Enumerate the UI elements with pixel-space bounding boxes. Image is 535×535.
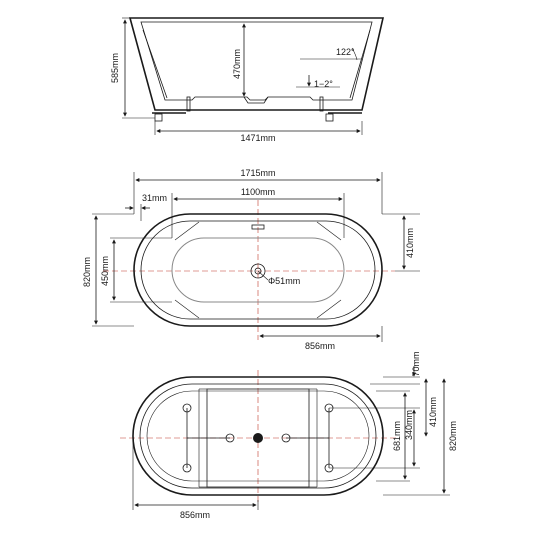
width-label: 820mm bbox=[82, 257, 92, 287]
bottom-base-rim bbox=[146, 390, 370, 482]
slope-label: 1−2° bbox=[314, 79, 333, 89]
half-width-label: 410mm bbox=[405, 228, 415, 258]
support-foot-icon bbox=[225, 433, 235, 443]
offset-label: 31mm bbox=[142, 193, 167, 203]
foot-right bbox=[319, 96, 324, 112]
bottom-outer-rim bbox=[132, 376, 384, 496]
top-offset-label: 70mm bbox=[411, 351, 421, 376]
drain-offset-label: 856mm bbox=[305, 341, 335, 351]
drain-label: Φ51mm bbox=[268, 276, 300, 286]
leg-left bbox=[154, 113, 163, 122]
leg-span-label: 340mm bbox=[404, 410, 414, 440]
bottom-inner-rim bbox=[139, 383, 377, 489]
inner-wall-left bbox=[142, 29, 168, 99]
angle-label: 122° bbox=[336, 47, 355, 57]
foot-left bbox=[186, 96, 191, 112]
overall-length-label: 1715mm bbox=[240, 168, 275, 178]
top-basin bbox=[171, 237, 345, 303]
top-outer-rim bbox=[133, 213, 383, 327]
tub-outer-shell bbox=[128, 17, 385, 111]
drain-offset-label: 856mm bbox=[180, 510, 210, 520]
depth-label: 470mm bbox=[232, 49, 242, 79]
side-drain bbox=[243, 96, 269, 104]
support-foot-icon bbox=[281, 433, 291, 443]
height-label: 585mm bbox=[110, 53, 120, 83]
half-width-label: 410mm bbox=[428, 397, 438, 427]
frame-label: 681mm bbox=[392, 421, 402, 451]
side-view: 585mm 470mm 122° 1−2° 1471mm bbox=[110, 17, 385, 143]
leg-foot-icon bbox=[182, 403, 192, 413]
leg-right bbox=[325, 113, 334, 122]
overflow-icon bbox=[251, 224, 265, 230]
drain-outlet-icon bbox=[253, 433, 263, 443]
length-label: 1471mm bbox=[240, 133, 275, 143]
top-view: Φ51mm 1715mm 1100mm 31mm 820mm 450mm 410… bbox=[82, 168, 420, 351]
bottom-view: 70mm 340mm 410mm 681mm 820mm 856mm bbox=[120, 351, 458, 520]
inner-length-label: 1100mm bbox=[241, 187, 275, 197]
drain-icon bbox=[250, 263, 266, 279]
leg-foot-icon bbox=[182, 463, 192, 473]
inner-width-label: 450mm bbox=[100, 256, 110, 286]
width-label: 820mm bbox=[448, 421, 458, 451]
inner-wall-right bbox=[349, 29, 371, 99]
top-inner-rim bbox=[140, 220, 376, 320]
tub-inner-shell bbox=[140, 21, 373, 101]
